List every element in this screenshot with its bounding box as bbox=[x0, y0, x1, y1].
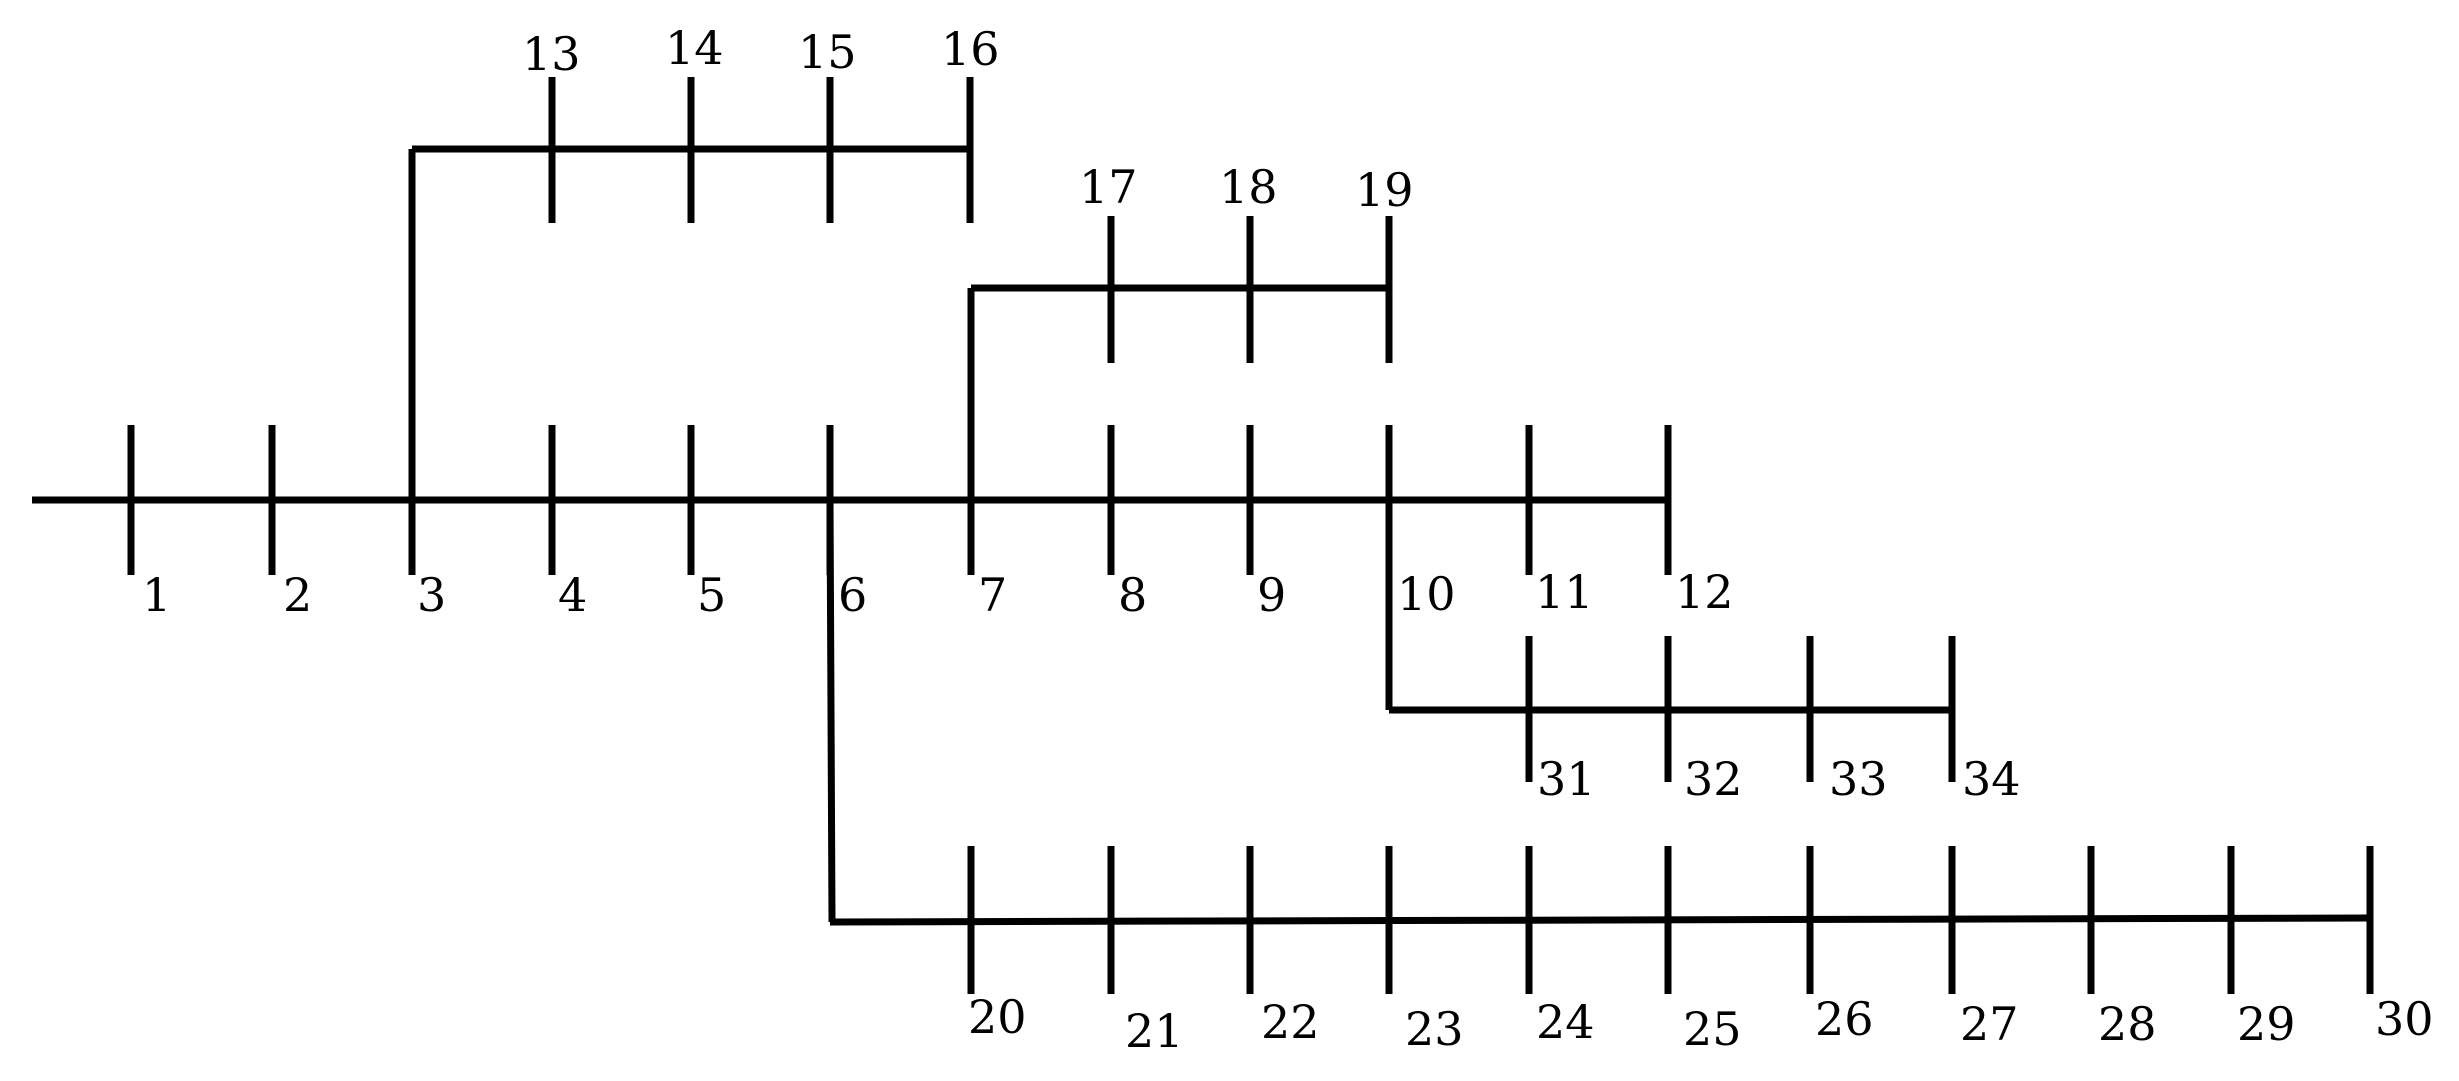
bus-label-30: 30 bbox=[2375, 992, 2434, 1046]
bus-label-11: 11 bbox=[1535, 565, 1594, 619]
bus-label-25: 25 bbox=[1683, 1002, 1742, 1056]
bus-label-27: 27 bbox=[1960, 997, 2019, 1051]
bus-label-18: 18 bbox=[1219, 160, 1278, 214]
bus-label-9: 9 bbox=[1257, 568, 1286, 622]
bus-label-32: 32 bbox=[1684, 752, 1743, 806]
bus-label-7: 7 bbox=[978, 568, 1007, 622]
bus-label-20: 20 bbox=[968, 990, 1027, 1044]
bus-label-31: 31 bbox=[1537, 752, 1596, 806]
bus-label-8: 8 bbox=[1118, 568, 1147, 622]
bus-label-2: 2 bbox=[283, 568, 312, 622]
bus-label-3: 3 bbox=[417, 568, 446, 622]
bus-label-10: 10 bbox=[1397, 567, 1456, 621]
bus-label-28: 28 bbox=[2098, 997, 2157, 1051]
bus-label-6: 6 bbox=[838, 568, 867, 622]
bus-label-15: 15 bbox=[798, 25, 857, 79]
bus-label-23: 23 bbox=[1405, 1002, 1464, 1056]
bus-label-13: 13 bbox=[522, 27, 581, 81]
bus-label-19: 19 bbox=[1355, 163, 1414, 217]
bus-label-22: 22 bbox=[1261, 995, 1320, 1049]
bus-label-4: 4 bbox=[558, 568, 587, 622]
bus-label-34: 34 bbox=[1962, 752, 2021, 806]
bus-label-12: 12 bbox=[1675, 565, 1734, 619]
bus-label-16: 16 bbox=[941, 22, 1000, 76]
bus-label-21: 21 bbox=[1125, 1004, 1184, 1058]
bus-label-17: 17 bbox=[1079, 160, 1138, 214]
bus-label-29: 29 bbox=[2237, 997, 2296, 1051]
bus-label-26: 26 bbox=[1815, 992, 1874, 1046]
bus-label-24: 24 bbox=[1536, 995, 1595, 1049]
bus-label-5: 5 bbox=[697, 568, 726, 622]
bus-label-1: 1 bbox=[142, 568, 171, 622]
bus-label-14: 14 bbox=[665, 21, 724, 75]
bus-label-33: 33 bbox=[1829, 752, 1888, 806]
branch-20-30-line bbox=[829, 914, 2371, 926]
